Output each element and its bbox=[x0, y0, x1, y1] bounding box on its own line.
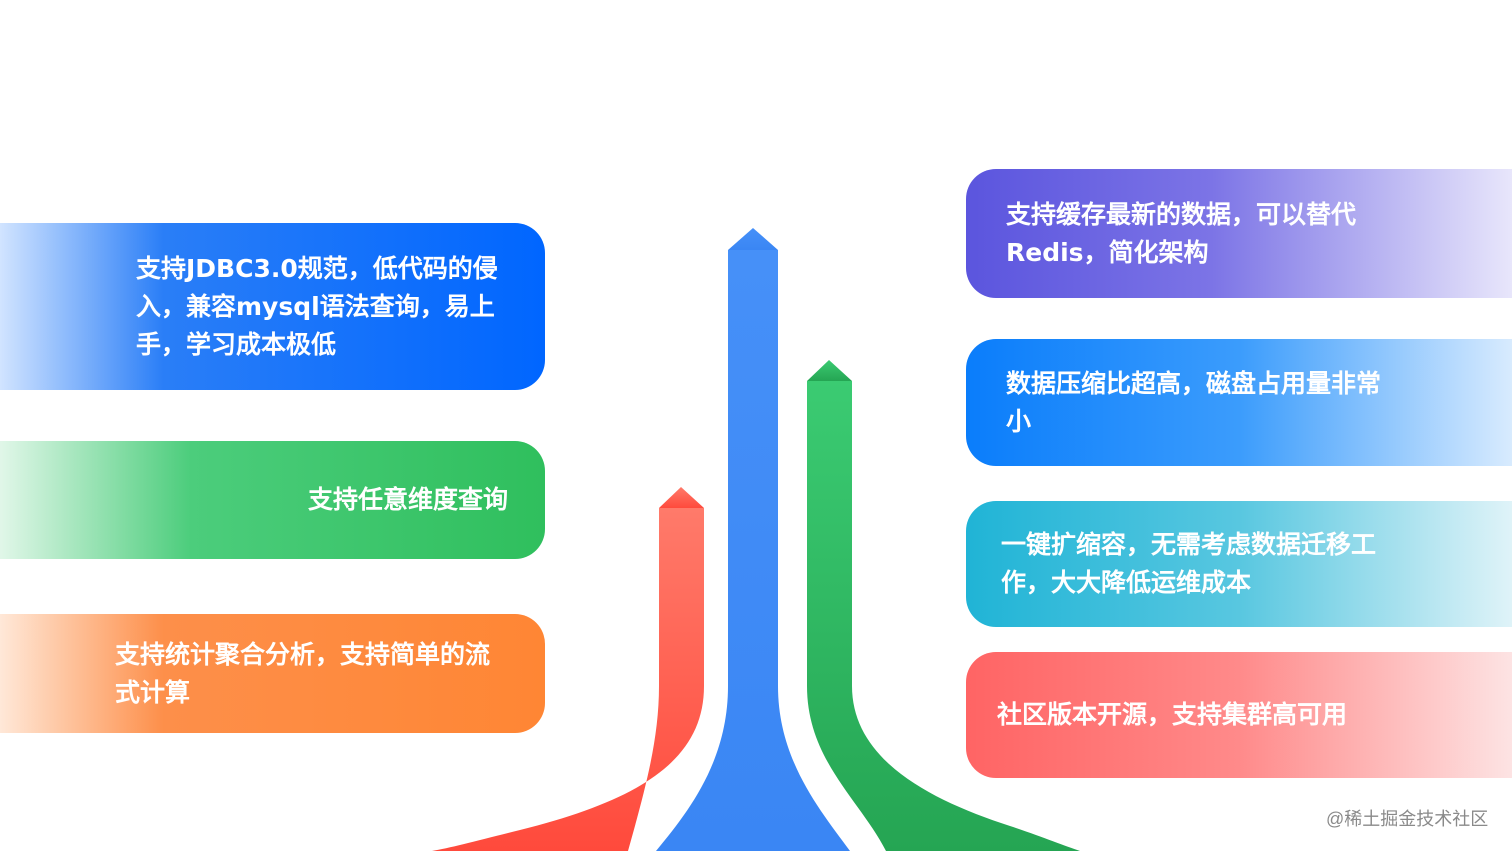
feature-compression-text: 数据压缩比超高，磁盘占用量非常小 bbox=[1006, 368, 1382, 436]
feature-jdbc-text: 支持JDBC3.0规范，低代码的侵入，兼容mysql语法查询，易上手，学习成本极… bbox=[136, 253, 498, 359]
blue-arrow bbox=[656, 228, 850, 851]
feature-cache-text: 支持缓存最新的数据，可以替代Redis，简化架构 bbox=[1006, 199, 1357, 267]
feature-any-dimension-query: 支持任意维度查询 bbox=[0, 441, 545, 559]
feature-scaling: 一键扩缩容，无需考虑数据迁移工作，大大降低运维成本 bbox=[966, 501, 1512, 627]
feature-any-dimension-query-text: 支持任意维度查询 bbox=[307, 485, 508, 514]
red-arrow bbox=[432, 487, 704, 851]
feature-open-source-text: 社区版本开源，支持集群高可用 bbox=[997, 700, 1348, 729]
feature-open-source: 社区版本开源，支持集群高可用 bbox=[966, 652, 1512, 778]
feature-compression: 数据压缩比超高，磁盘占用量非常小 bbox=[966, 339, 1512, 466]
feature-jdbc: 支持JDBC3.0规范，低代码的侵入，兼容mysql语法查询，易上手，学习成本极… bbox=[0, 223, 545, 390]
feature-scaling-text: 一键扩缩容，无需考虑数据迁移工作，大大降低运维成本 bbox=[1001, 530, 1377, 597]
feature-cache: 支持缓存最新的数据，可以替代Redis，简化架构 bbox=[966, 169, 1512, 298]
watermark: @稀土掘金技术社区 bbox=[1326, 809, 1489, 829]
feature-stats-aggregation: 支持统计聚合分析，支持简单的流式计算 bbox=[0, 614, 545, 733]
feature-stats-aggregation-text: 支持统计聚合分析，支持简单的流式计算 bbox=[115, 639, 491, 707]
green-arrow bbox=[807, 360, 1080, 851]
